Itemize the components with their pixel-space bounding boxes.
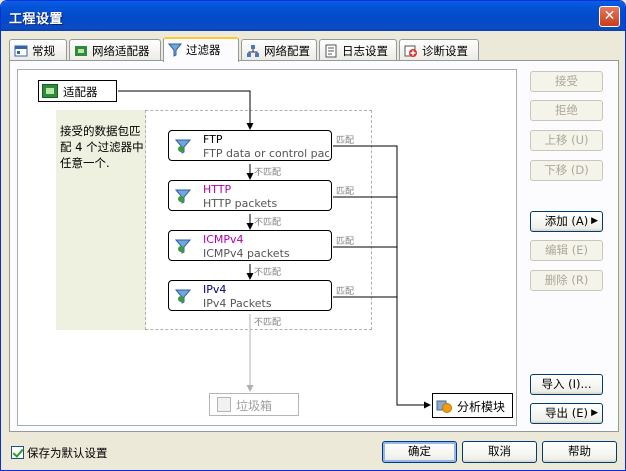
tab-general[interactable]: 常规 [9, 39, 67, 60]
nomatch-label: 不匹配 [254, 218, 282, 228]
export-button[interactable]: 导出 (E)▶ [530, 403, 603, 424]
filter-diagram-canvas: 接受的数据包匹配 4 个过滤器中任意一个. 适配器 [17, 69, 517, 426]
analysis-module-icon [436, 400, 452, 413]
cancel-button[interactable]: 取消 [462, 441, 537, 463]
save-default-label: 保存为默认设置 [27, 446, 108, 460]
save-default-checkbox-row[interactable]: 保存为默认设置 [11, 445, 108, 461]
analysis-module-label: 分析模块 [457, 400, 506, 414]
tab-network-config-label: 网络配置 [264, 44, 310, 58]
chevron-right-icon: ▶ [591, 408, 598, 418]
tab-general-label: 常规 [32, 44, 55, 58]
accept-button[interactable]: 接受 [530, 71, 603, 92]
tab-adapter-label: 网络适配器 [92, 44, 150, 58]
tab-strip: 常规 网络适配器 过滤器 网络配置 日志设置 诊断设置 [9, 37, 619, 62]
delete-button[interactable]: 删除 (R) [530, 270, 603, 291]
match-label: 匹配 [336, 136, 355, 146]
filter-desc: IPv4 Packets [203, 297, 272, 310]
nomatch-label: 不匹配 [254, 268, 282, 278]
help-button[interactable]: 帮助 [542, 441, 617, 463]
log-icon [325, 44, 337, 58]
match-label: 匹配 [336, 237, 355, 247]
tab-filter[interactable]: 过滤器 [163, 37, 239, 62]
filter-name: ICMPv4 [203, 233, 244, 246]
import-button[interactable]: 导入 (I)... [530, 374, 603, 395]
filter-icon [168, 43, 182, 57]
filter-desc: HTTP packets [203, 197, 278, 210]
match-label: 匹配 [336, 187, 355, 197]
trash-label: 垃圾箱 [236, 399, 273, 413]
adapter-icon [42, 84, 58, 98]
add-button-label: 添加 (A) [544, 214, 589, 228]
diagram-wires [118, 90, 431, 409]
filter-node-ipv4[interactable]: IPv4 IPv4 Packets [168, 280, 332, 311]
filter-info-text: 接受的数据包匹配 4 个过滤器中任意一个. [60, 124, 144, 170]
add-button[interactable]: 添加 (A)▶ [530, 211, 603, 232]
export-button-label: 导出 (E) [545, 406, 588, 420]
filter-icon [175, 289, 191, 304]
tab-adapter[interactable]: 网络适配器 [69, 39, 161, 60]
general-icon [14, 45, 28, 57]
filter-desc: ICMPv4 packets [203, 247, 290, 260]
filter-icon [175, 139, 191, 154]
match-label: 匹配 [336, 287, 355, 297]
filter-desc: FTP data or control pack... [203, 147, 329, 160]
tab-filter-label: 过滤器 [186, 43, 221, 57]
ok-button[interactable]: 确定 [382, 441, 457, 463]
network-config-icon [247, 45, 259, 57]
nomatch-label: 不匹配 [254, 168, 282, 178]
move-up-button[interactable]: 上移 (U) [530, 130, 603, 151]
adapter-icon [75, 46, 87, 56]
filter-node-icmpv4[interactable]: ICMPv4 ICMPv4 packets [168, 230, 332, 261]
reject-button[interactable]: 拒绝 [530, 100, 603, 121]
close-button[interactable]: ✕ [599, 6, 620, 27]
filter-icon [175, 189, 191, 204]
diagnostic-icon [404, 45, 417, 57]
filter-icon [175, 239, 191, 254]
window-title: 工程设置 [9, 12, 64, 27]
filter-name: HTTP [203, 183, 232, 196]
move-down-button[interactable]: 下移 (D) [530, 160, 603, 181]
tab-log[interactable]: 日志设置 [319, 39, 397, 60]
tab-log-label: 日志设置 [342, 44, 388, 58]
filter-name: FTP [203, 133, 223, 146]
analysis-module-node[interactable]: 分析模块 [432, 393, 513, 418]
filter-node-http[interactable]: HTTP HTTP packets [168, 180, 332, 211]
edit-button[interactable]: 编辑 (E) [530, 240, 603, 261]
tab-diagnostic-label: 诊断设置 [422, 44, 468, 58]
chevron-right-icon: ▶ [591, 216, 598, 226]
adapter-node-label: 适配器 [63, 85, 98, 99]
adapter-node[interactable]: 适配器 [38, 80, 117, 102]
tab-network-config[interactable]: 网络配置 [241, 39, 317, 60]
trash-icon [217, 397, 231, 412]
tab-diagnostic[interactable]: 诊断设置 [399, 39, 479, 60]
filter-name: IPv4 [203, 283, 227, 296]
filter-node-ftp[interactable]: FTP FTP data or control pack... [168, 130, 332, 161]
nomatch-label: 不匹配 [254, 318, 282, 328]
filter-info-box: 接受的数据包匹配 4 个过滤器中任意一个. [56, 110, 146, 330]
save-default-checkbox[interactable] [11, 446, 24, 459]
filter-tab-panel: 接受的数据包匹配 4 个过滤器中任意一个. 适配器 [9, 60, 619, 432]
title-bar: 工程设置 ✕ [1, 1, 625, 31]
trash-node[interactable]: 垃圾箱 [209, 393, 299, 416]
